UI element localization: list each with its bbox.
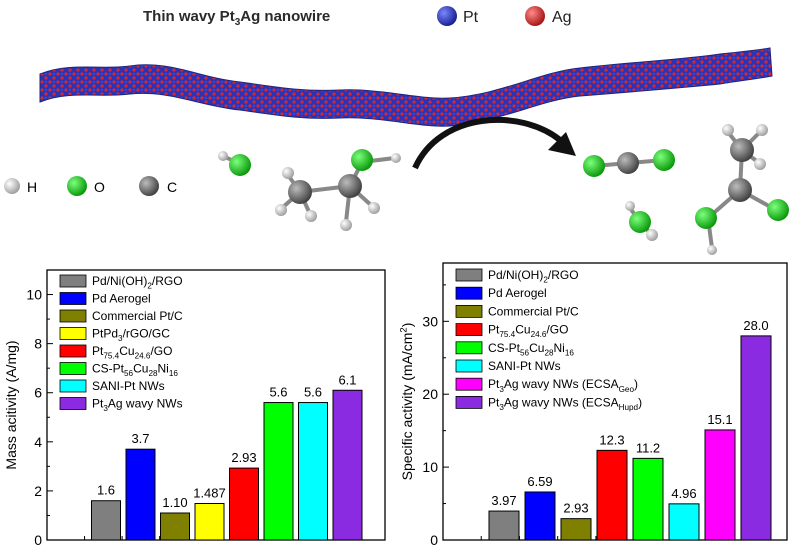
oxygen-label: O bbox=[94, 179, 105, 195]
legend-swatch bbox=[59, 274, 87, 288]
carbon-atom-icon bbox=[139, 176, 159, 196]
data-label: 5.6 bbox=[269, 385, 287, 400]
bar bbox=[704, 429, 736, 541]
legend-swatch bbox=[455, 359, 483, 373]
legend-label: Pt75.4Cu24.6/GO bbox=[92, 344, 172, 361]
y-tick-label: 10 bbox=[26, 287, 42, 303]
pt-atom-legend-icon bbox=[437, 6, 457, 26]
bar bbox=[668, 503, 700, 541]
legend-swatch bbox=[59, 397, 87, 410]
legend-swatch bbox=[59, 362, 87, 375]
legend-swatch bbox=[455, 323, 483, 337]
oxygen-atom-icon bbox=[67, 176, 87, 196]
legend-swatch bbox=[59, 344, 87, 358]
bar bbox=[125, 448, 156, 541]
data-label: 6.1 bbox=[338, 372, 356, 387]
legend-label: CS-Pt56Cu28Ni16 bbox=[488, 341, 574, 358]
reactant-atoms bbox=[218, 149, 401, 231]
y-tick-label: 0 bbox=[430, 532, 438, 547]
legend-label: Pt3Ag wavy NWs (ECSAGeo) bbox=[488, 377, 638, 394]
legend-label: Commercial Pt/C bbox=[488, 304, 579, 318]
legend-label: Pt75.4Cu24.6/GO bbox=[488, 323, 568, 340]
y-axis-label: Mass acitivity (A/mg) bbox=[3, 340, 19, 469]
bar bbox=[740, 335, 772, 541]
legend-swatch bbox=[59, 292, 87, 305]
pt-legend-label: Pt bbox=[463, 9, 479, 26]
legend-label: CS-Pt56Cu28Ni16 bbox=[92, 362, 178, 379]
data-label: 5.6 bbox=[304, 385, 322, 400]
y-tick-label: 0 bbox=[34, 532, 42, 547]
bar bbox=[298, 402, 328, 541]
ag-legend-label: Ag bbox=[552, 9, 572, 26]
y-tick-label: 2 bbox=[34, 483, 42, 499]
bar bbox=[488, 510, 520, 541]
hydrogen-atom-icon bbox=[4, 178, 20, 194]
nanowire-title: Thin wavy Pt3Ag nanowire bbox=[143, 8, 330, 28]
data-label: 3.7 bbox=[131, 431, 149, 446]
bar bbox=[194, 503, 225, 541]
data-label: 11.2 bbox=[636, 440, 660, 455]
bar bbox=[596, 449, 628, 541]
legend-label: SANI-Pt NWs bbox=[92, 379, 165, 393]
y-tick-label: 30 bbox=[422, 313, 438, 329]
legend-label: Pt3Ag wavy NWs (ECSAHupd) bbox=[488, 395, 642, 412]
legend-label: Pd/Ni(OH)2/RGO bbox=[92, 274, 183, 291]
bar bbox=[229, 467, 259, 541]
data-label: 12.3 bbox=[599, 432, 624, 447]
y-tick-label: 4 bbox=[34, 434, 42, 450]
legend-swatch bbox=[59, 379, 87, 393]
legend-swatch bbox=[455, 268, 483, 282]
y-axis-label: Specific activity (mA/cm2) bbox=[399, 323, 415, 481]
data-label: 1.6 bbox=[97, 483, 115, 498]
legend-swatch bbox=[455, 304, 483, 318]
wavy-nanowire bbox=[39, 47, 773, 127]
bar bbox=[524, 491, 556, 541]
legend-label: Pt3Ag wavy NWs bbox=[92, 397, 183, 414]
data-label: 4.96 bbox=[671, 486, 696, 501]
legend-swatch bbox=[59, 309, 87, 323]
bar bbox=[160, 512, 190, 541]
legend-label: Pd Aerogel bbox=[92, 292, 151, 306]
legend-swatch bbox=[455, 341, 483, 355]
hydrogen-label: H bbox=[27, 179, 37, 195]
legend-label: SANI-Pt NWs bbox=[488, 359, 561, 373]
reaction-arrow bbox=[412, 116, 562, 170]
data-label: 1.10 bbox=[162, 495, 187, 510]
y-tick-label: 8 bbox=[34, 336, 42, 352]
legend-swatch bbox=[455, 377, 483, 391]
carbon-label: C bbox=[167, 179, 177, 195]
y-tick-label: 20 bbox=[422, 386, 438, 402]
data-label: 1.487 bbox=[193, 486, 226, 501]
y-tick-label: 6 bbox=[34, 385, 42, 401]
y-tick-label: 10 bbox=[422, 459, 438, 475]
legend-label: Commercial Pt/C bbox=[92, 309, 183, 323]
data-label: 2.93 bbox=[563, 501, 588, 516]
bar bbox=[560, 518, 592, 541]
bar bbox=[632, 457, 664, 541]
legend-swatch bbox=[455, 395, 483, 409]
reaction-arrow-head bbox=[548, 132, 576, 156]
bar bbox=[332, 389, 363, 541]
product-atoms bbox=[583, 124, 789, 255]
data-label: 6.59 bbox=[527, 474, 552, 489]
data-label: 2.93 bbox=[231, 450, 256, 465]
data-label: 28.0 bbox=[743, 318, 768, 333]
legend-label: PtPd3/rGO/GC bbox=[92, 327, 170, 344]
legend-swatch bbox=[59, 327, 87, 340]
ag-atom-legend-icon bbox=[525, 6, 545, 26]
legend-swatch bbox=[455, 286, 483, 300]
legend-label: Pd/Ni(OH)2/RGO bbox=[488, 268, 579, 285]
legend-label: Pd Aerogel bbox=[488, 286, 547, 300]
data-label: 15.1 bbox=[707, 412, 732, 427]
data-label: 3.97 bbox=[491, 493, 516, 508]
bar bbox=[91, 500, 121, 541]
bar bbox=[263, 402, 294, 541]
